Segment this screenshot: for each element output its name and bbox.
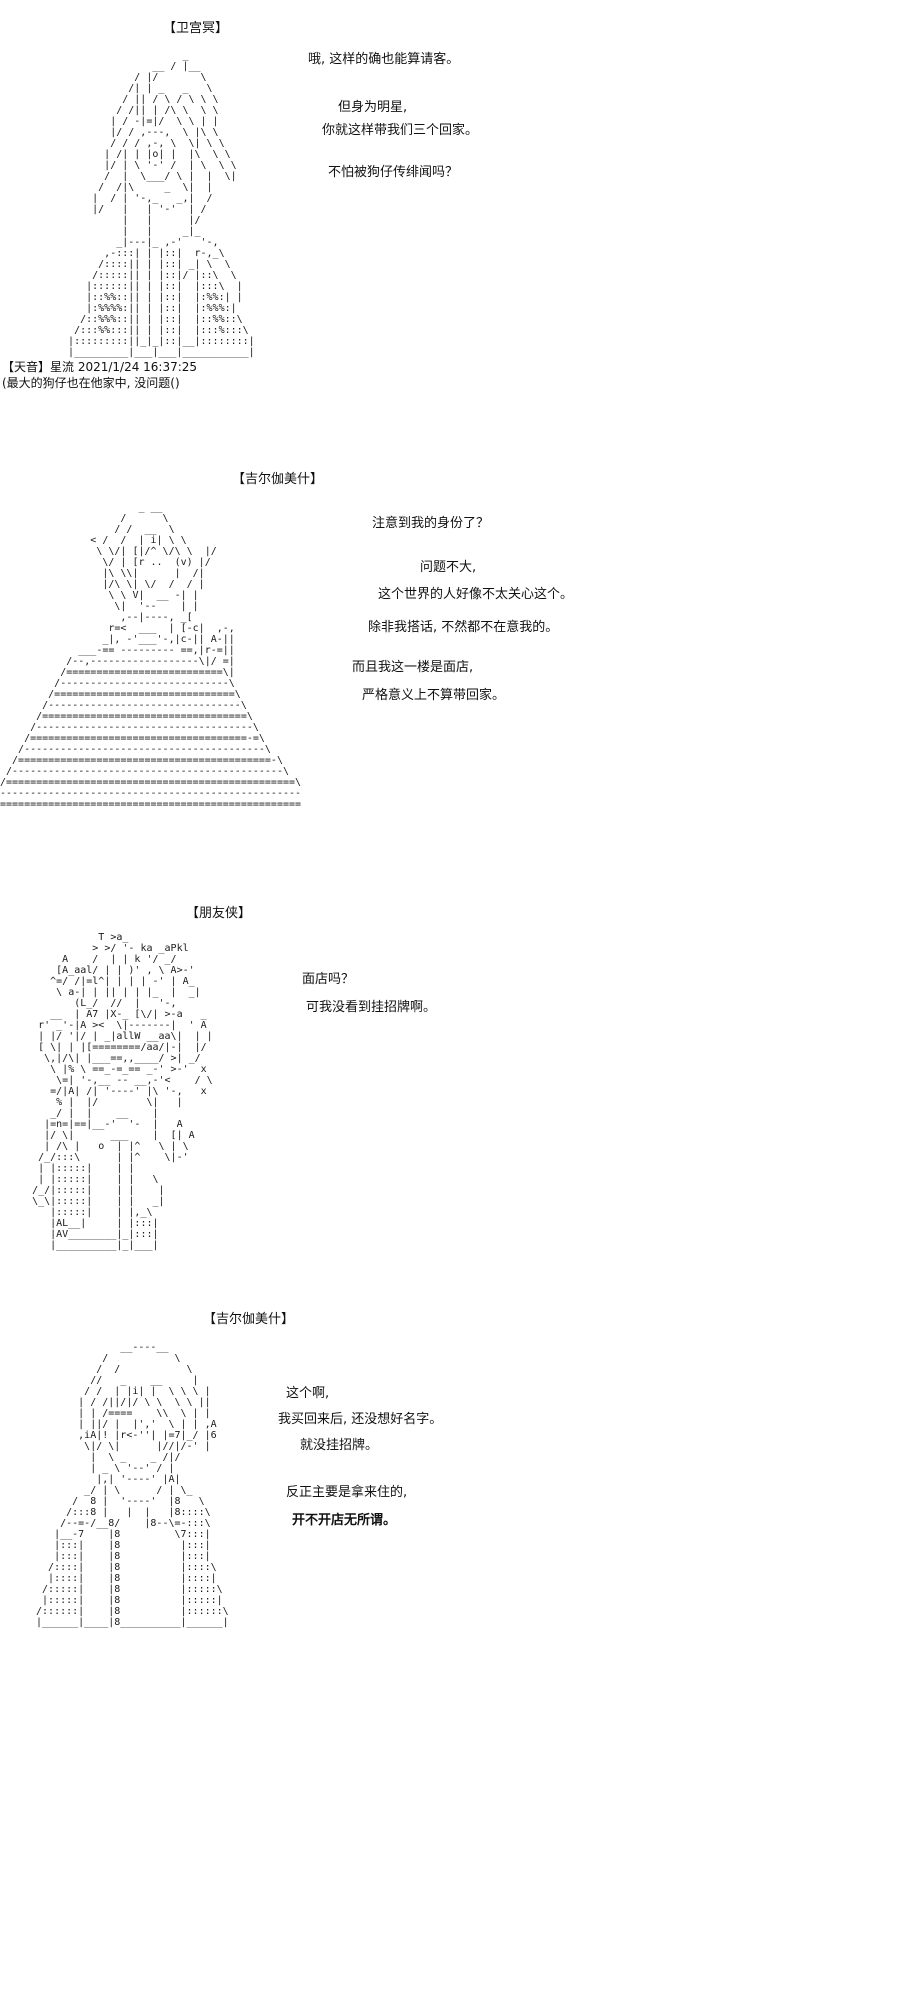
dialogue-line: 除非我搭话, 不然都不在意我的。	[368, 620, 559, 635]
ascii-art-character: _ __ / \ / / __ \ < / / | i| \ \ \ \/| […	[0, 502, 302, 810]
dialogue-line: 我买回来后, 还没想好名字。	[278, 1412, 443, 1427]
dialogue-line: 哦, 这样的确也能算请客。	[308, 52, 460, 67]
section-title: 【卫宫冥】	[163, 21, 229, 36]
dialogue-line: 严格意义上不算带回家。	[362, 688, 506, 703]
dialogue-line: 注意到我的身份了？	[372, 516, 490, 531]
ascii-art-character: _ __ / |__ / |/ \ /| | _ _ \ / || / \ / …	[68, 50, 255, 358]
meta-line-comment: (最大的狗仔也在他家中, 没问题()	[2, 376, 180, 390]
dialogue-line: 开不开店无所谓。	[292, 1513, 397, 1528]
dialogue-line: 这个世界的人好像不太关心这个。	[378, 587, 574, 602]
dialogue-line: 不怕被狗仔传绯闻吗？	[328, 165, 459, 180]
dialogue-line: 你就这样带我们三个回家。	[322, 123, 479, 138]
section-title: 【吉尔伽美什】	[203, 1312, 295, 1327]
dialogue-line: 面店吗？	[302, 972, 355, 987]
ascii-art-character: __----__ / \ / / \ // _ __ | / / | |i| |…	[36, 1342, 229, 1628]
dialogue-line: 就没挂招牌。	[300, 1438, 379, 1453]
meta-line-author-timestamp: 【天音】星流 2021/1/24 16:37:25	[2, 360, 198, 374]
section-title: 【吉尔伽美什】	[232, 472, 324, 487]
dialogue-line: 问题不大,	[420, 560, 477, 575]
section-title: 【朋友侠】	[186, 906, 252, 921]
dialogue-line: 反正主要是拿来住的,	[286, 1485, 408, 1500]
dialogue-line: 这个啊,	[286, 1386, 330, 1401]
dialogue-line: 但身为明星,	[338, 100, 408, 115]
dialogue-line: 而且我这一楼是面店,	[352, 660, 474, 675]
dialogue-line: 可我没看到挂招牌啊。	[306, 1000, 437, 1015]
ascii-art-character: T >a_ > >/ '- ka _aPkl A / | | k '/ _/ […	[32, 932, 213, 1251]
